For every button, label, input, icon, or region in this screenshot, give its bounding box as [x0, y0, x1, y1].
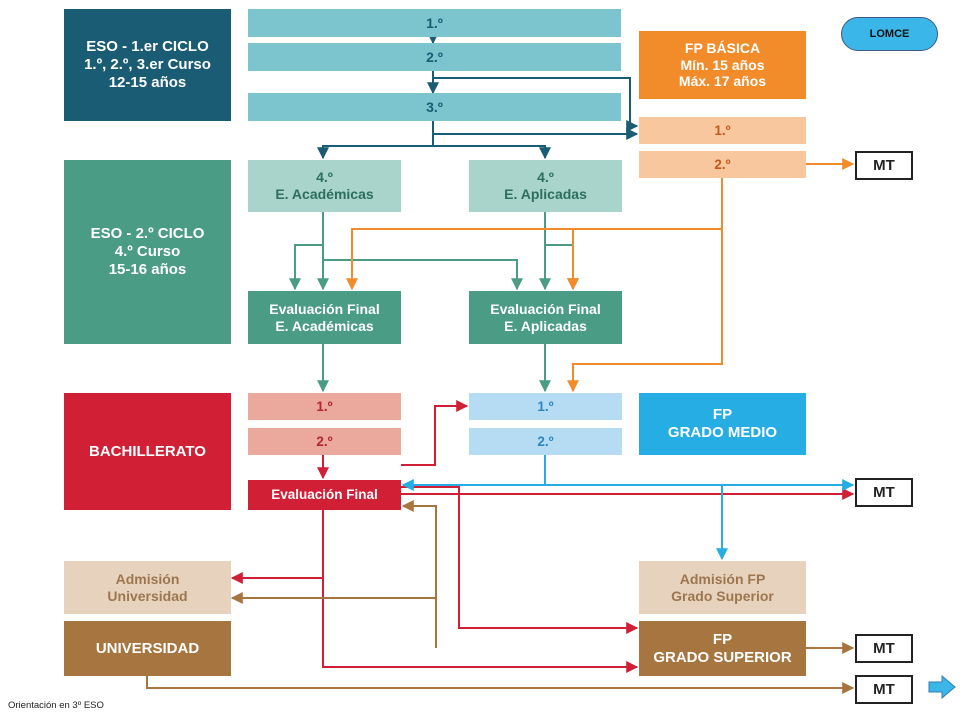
- box-text-line: Universidad: [107, 587, 188, 604]
- bachillerato-year-2: 2.º: [248, 428, 401, 455]
- box-text-line: ESO - 1.er CICLO: [86, 38, 209, 56]
- university: UNIVERSIDAD: [64, 621, 231, 676]
- box-text-line: 12-15 años: [108, 73, 187, 91]
- eso-year-2: 2.º: [248, 43, 621, 71]
- box-text-line: E. Académicas: [275, 317, 374, 334]
- right-arrow-icon[interactable]: [928, 675, 956, 699]
- labor-market-box: MT: [855, 634, 913, 663]
- eso-year-1: 1.º: [248, 9, 621, 37]
- bachillerato-year-1: 1.º: [248, 393, 401, 420]
- fp-basica-year-1: 1.º: [639, 117, 806, 144]
- box-text-line: 2.º: [316, 433, 333, 449]
- box-text-line: 4.º: [537, 169, 554, 186]
- box-text-line: 15-16 años: [108, 260, 187, 278]
- box-text-line: 2.º: [537, 433, 554, 449]
- fp-grado-medio-year-2: 2.º: [469, 428, 622, 455]
- eso-year-3: 3.º: [248, 93, 621, 121]
- box-text-line: FP: [712, 406, 733, 424]
- box-text-line: 1.º, 2.º, 3.er Curso: [84, 56, 211, 74]
- bachillerato-final-evaluation: Evaluación Final: [248, 480, 401, 510]
- box-text-line: Admisión: [115, 570, 180, 587]
- box-text-line: Admisión FP: [679, 570, 766, 587]
- box-text-line: Grado Superior: [671, 587, 774, 604]
- box-text-line: ESO - 2.º CICLO: [90, 225, 205, 243]
- box-text-line: Máx. 17 años: [678, 73, 767, 90]
- box-text-line: BACHILLERATO: [89, 442, 206, 460]
- box-text-line: 2.º: [426, 48, 443, 65]
- bachillerato: BACHILLERATO: [64, 393, 231, 510]
- box-text-line: 4.º: [316, 169, 333, 186]
- box-text-line: E. Académicas: [275, 186, 374, 202]
- box-text-line: MT: [873, 483, 895, 501]
- box-text-line: GRADO SUPERIOR: [653, 648, 792, 666]
- labor-market-box: MT: [855, 675, 913, 704]
- box-text-line: MT: [873, 680, 895, 698]
- box-text-line: 1.º: [537, 398, 554, 414]
- footer-caption: Orientación en 3º ESO: [8, 700, 104, 711]
- box-text-line: MT: [873, 639, 895, 657]
- box-text-line: 4.º Curso: [114, 243, 181, 261]
- box-text-line: MT: [873, 156, 895, 174]
- box-text-line: GRADO MEDIO: [667, 424, 778, 441]
- box-text-line: UNIVERSIDAD: [95, 639, 200, 657]
- box-text-line: E. Aplicadas: [504, 186, 587, 202]
- box-text-line: Evaluación Final: [271, 487, 378, 503]
- box-text-line: E. Aplicadas: [504, 317, 587, 334]
- box-text-line: 1.º: [714, 122, 731, 138]
- fp-basica-year-2: 2.º: [639, 151, 806, 178]
- fp-grado-medio-year-1: 1.º: [469, 393, 622, 420]
- box-text-line: Mín. 15 años: [680, 56, 765, 73]
- box-text-line: 1.º: [316, 398, 333, 414]
- box-text-line: FP BÁSICA: [684, 40, 761, 57]
- lomce-badge: LOMCE: [841, 17, 938, 51]
- box-text-line: Evaluación Final: [490, 300, 601, 317]
- box-text-line: 2.º: [714, 156, 731, 172]
- box-text-line: Evaluación Final: [269, 300, 380, 317]
- labor-market-box: MT: [855, 151, 913, 180]
- box-text-line: FP: [712, 630, 733, 648]
- box-text-line: 3.º: [426, 98, 443, 115]
- box-text-line: 1.º: [426, 14, 443, 31]
- labor-market-box: MT: [855, 478, 913, 507]
